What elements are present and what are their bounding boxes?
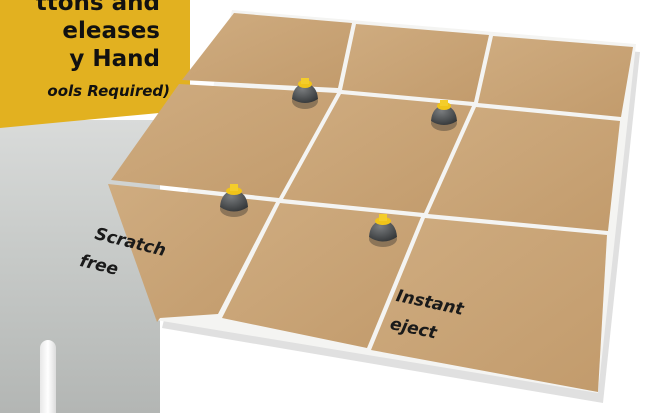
tile	[371, 218, 607, 392]
tile	[478, 36, 633, 117]
tile	[108, 184, 276, 322]
banner-line-1: ttons and	[35, 0, 160, 16]
banner-line-2: eleases	[62, 18, 160, 44]
spacer	[431, 100, 457, 131]
spacer	[220, 184, 248, 217]
banner-line-3: y Hand	[69, 46, 160, 72]
spacer-post-image	[40, 340, 56, 413]
spacer	[292, 78, 318, 109]
tile	[342, 24, 489, 102]
tile	[283, 94, 472, 213]
spacer	[369, 214, 397, 247]
banner-line-4: ools Required)	[47, 82, 170, 100]
header-banner: ttons and eleases y Hand ools Required)	[0, 0, 190, 128]
tile	[222, 203, 421, 348]
tile	[111, 84, 337, 198]
tile	[182, 13, 352, 88]
tile	[428, 107, 620, 231]
